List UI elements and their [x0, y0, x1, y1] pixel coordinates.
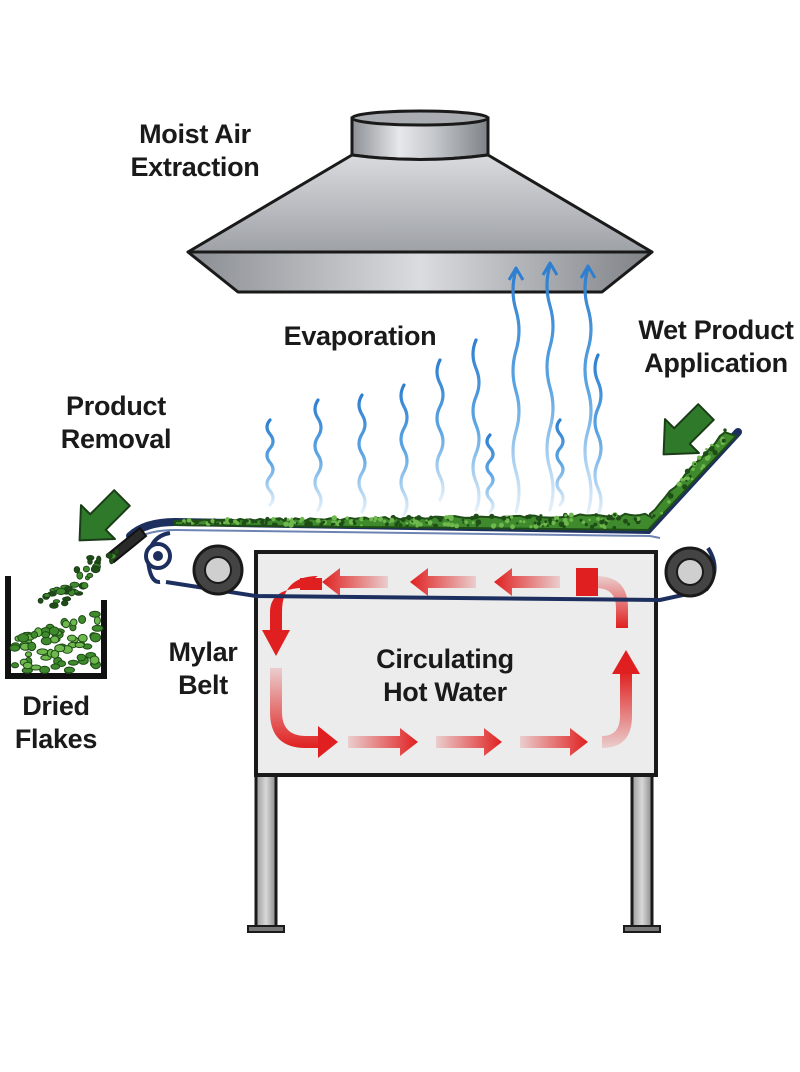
- mylar-belt-label: Mylar Belt: [158, 636, 248, 702]
- red-flow-arrow-icon: [270, 668, 338, 758]
- dried-flakes-label: Dried Flakes: [6, 690, 106, 756]
- steam-wave-icon: [313, 398, 323, 512]
- roller-icon: [144, 542, 716, 598]
- steam-wave-icon: [265, 418, 275, 507]
- steam-wave-icon: [545, 263, 555, 512]
- steam-arrowhead: [579, 264, 597, 279]
- dried-flakes-line2: Flakes: [14, 724, 98, 754]
- tank-leg-left: [254, 773, 278, 932]
- steam-wave-icon: [435, 358, 445, 502]
- red-flow-arrow-icon: [520, 728, 588, 756]
- wet-product-application-label: Wet Product Application: [636, 314, 796, 380]
- moist-air-extraction-label: Moist Air Extraction: [120, 118, 270, 184]
- wet-product-line2: Application: [644, 348, 788, 378]
- mylar-belt-line2: Belt: [178, 670, 228, 700]
- steam-arrowhead: [541, 261, 559, 276]
- down-left-arrow-icon: [78, 403, 715, 542]
- steam-wave-icon: [357, 393, 367, 514]
- red-flow-arrow-icon: [436, 728, 502, 756]
- moist-air-line2: Extraction: [130, 152, 260, 182]
- falling-flakes: [37, 548, 120, 609]
- steam-wave-icon: [485, 433, 495, 514]
- red-flow-arrow-icon: [602, 650, 640, 748]
- product-removal-line2: Removal: [60, 424, 172, 454]
- steam-wave-icon: [399, 383, 409, 517]
- red-flow-arrow-icon: [322, 568, 388, 596]
- red-flow-arrow-icon: [410, 568, 476, 596]
- hot-water-flow: [262, 568, 640, 758]
- evaporation-text: Evaporation: [283, 321, 437, 351]
- circulating-line1: Circulating: [376, 644, 514, 674]
- circulating-hot-water-label: Circulating Hot Water: [360, 643, 530, 709]
- steam-wave-icon: [593, 353, 603, 517]
- steam-wave-icon: [511, 268, 521, 514]
- moist-air-line1: Moist Air: [139, 119, 251, 149]
- dried-flakes-pile: [9, 610, 104, 675]
- evaporation-label: Evaporation: [276, 320, 444, 353]
- tank-leg-right: [630, 773, 654, 932]
- exhaust-hood-icon: [186, 109, 654, 294]
- circulating-line2: Hot Water: [383, 677, 507, 707]
- steam-arrowhead: [507, 266, 525, 281]
- red-flow-arrow-icon: [576, 568, 628, 628]
- steam-wave-icon: [583, 266, 593, 514]
- collection-bin-icon: [5, 576, 107, 679]
- product-removal-label: Product Removal: [54, 390, 178, 456]
- mylar-belt-line1: Mylar: [168, 637, 238, 667]
- red-flow-arrow-icon: [262, 576, 322, 656]
- steam-group: [265, 261, 603, 517]
- red-flow-arrow-icon: [494, 568, 560, 596]
- wet-product-layer: [174, 428, 738, 532]
- red-flow-arrow-icon: [348, 728, 418, 756]
- steam-wave-icon: [471, 338, 481, 512]
- product-removal-line1: Product: [66, 391, 166, 421]
- dried-flakes-line1: Dried: [22, 691, 90, 721]
- steam-wave-icon: [555, 418, 565, 507]
- wet-product-line1: Wet Product: [638, 315, 794, 345]
